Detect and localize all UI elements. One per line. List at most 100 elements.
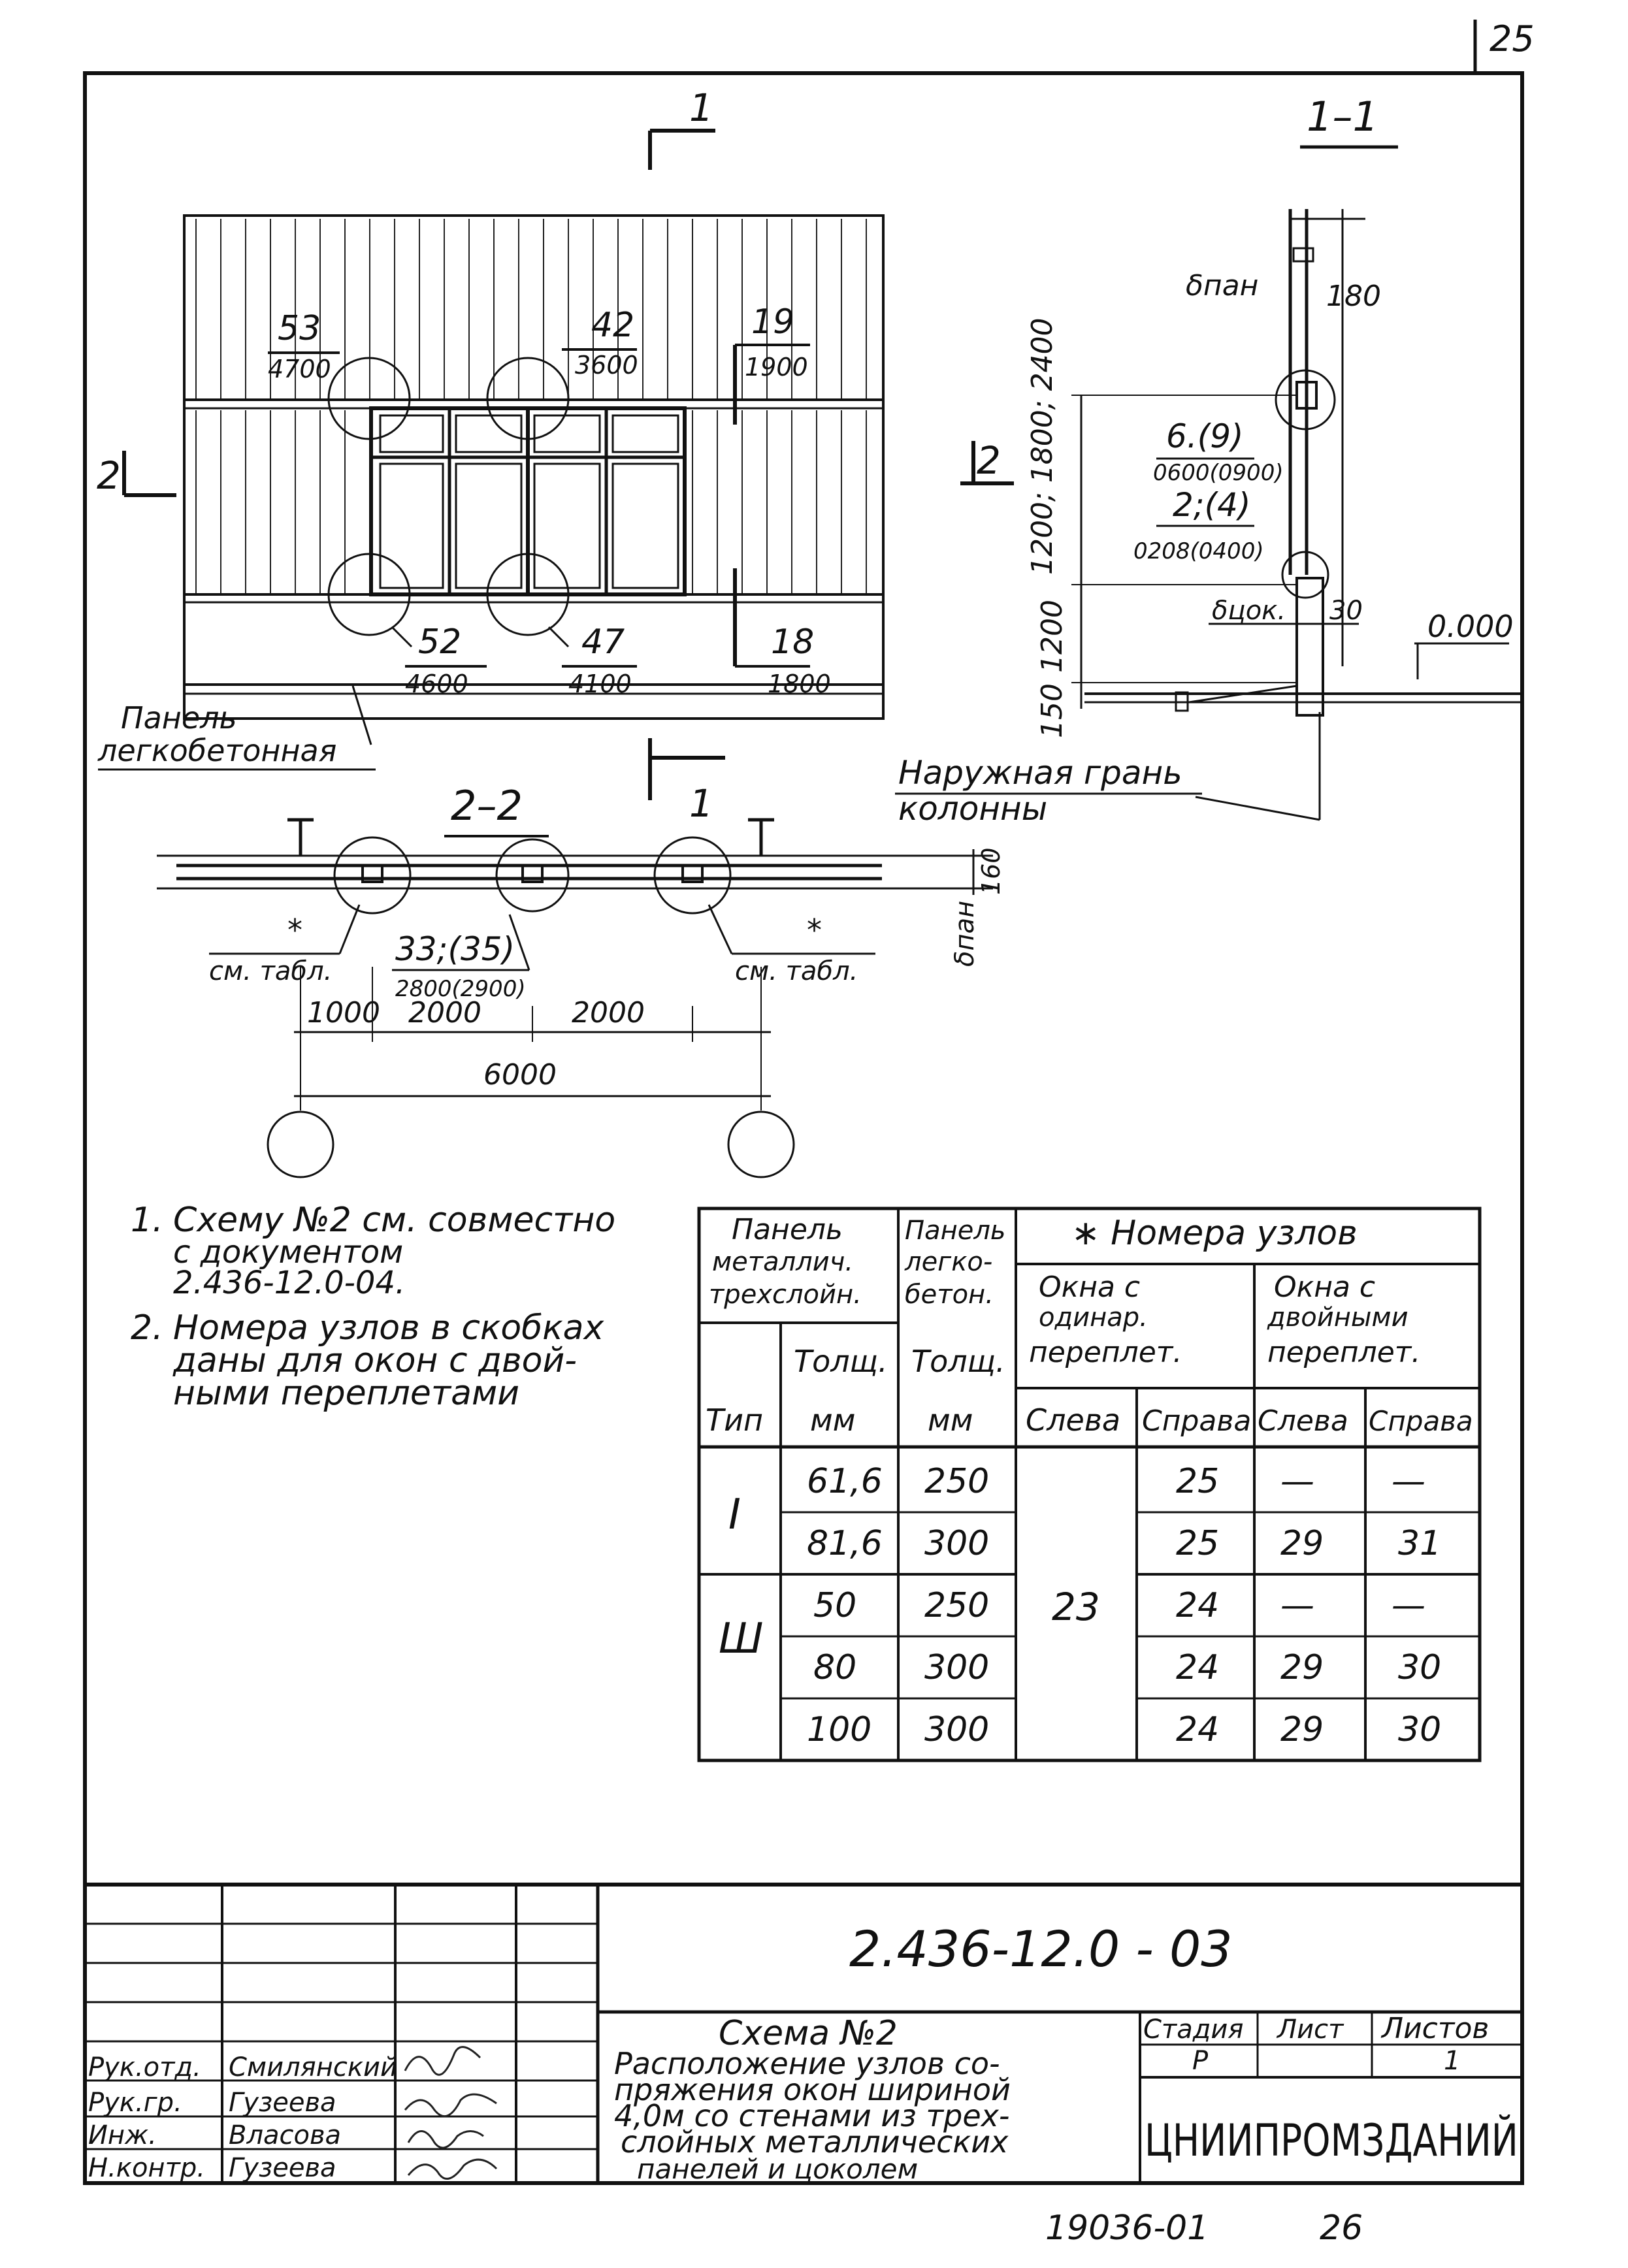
note-2-number: 2. [131, 1308, 163, 1348]
common-left-node: 23 [1052, 1585, 1100, 1629]
node-2-4: 2;(4) [1173, 486, 1250, 524]
signatures [404, 2046, 498, 2180]
outer-face-label-1: Наружная грань [898, 754, 1182, 792]
role-2: Рук.гр. [88, 2088, 182, 2118]
cell-right: 25 [1176, 1524, 1219, 1563]
section-1-1-title: 1–1 [1307, 93, 1378, 140]
role-1: Рук.отд. [88, 2052, 201, 2082]
note-1-number: 1. [131, 1201, 163, 1240]
dim-30: 30 [1329, 596, 1363, 626]
node-42: 42 [591, 306, 634, 345]
note-1-line-3: 2.436-12.0-04. [173, 1265, 405, 1301]
node-53-width: 4700 [268, 355, 331, 383]
hdr-right-double: Справа [1369, 1405, 1473, 1437]
organization-name: ЦНИИПРОМЗДАНИЙ [1145, 2114, 1518, 2167]
hdr-thick-light: Толщ. [911, 1344, 1005, 1379]
hdr-right-single: Справа [1142, 1404, 1251, 1438]
window-block [369, 406, 687, 596]
hdr-panel-light-2: легко- [904, 1247, 992, 1277]
sheets-value: 1 [1444, 2046, 1460, 2076]
cell-left2: 29 [1280, 1648, 1324, 1687]
node-18: 18 [771, 623, 814, 662]
hdr-double-1: Окна с [1274, 1271, 1375, 1304]
hdr-node-numbers: ∗ Номера узлов [1071, 1214, 1358, 1253]
table-row: 80 300 24 29 30 [813, 1648, 1441, 1687]
table-row: 100 300 24 29 30 [807, 1710, 1441, 1749]
level-0000: 0.000 [1427, 609, 1514, 644]
document-code: 2.436-12.0 - 03 [849, 1920, 1233, 1978]
hdr-thick-metal: Толщ. [794, 1344, 888, 1379]
cell-right: 25 [1176, 1462, 1219, 1501]
node-52-width: 4600 [405, 670, 468, 698]
hdr-left-single: Слева [1026, 1402, 1120, 1438]
hdr-single-1: Окна с [1039, 1271, 1140, 1304]
hdr-panel-light-3: бетон. [905, 1280, 994, 1310]
cell-right: 24 [1176, 1648, 1219, 1687]
panel-ribs-upper [195, 219, 867, 398]
cell-right2: — [1392, 1462, 1425, 1501]
table-row: 81,6 300 25 29 31 [807, 1524, 1441, 1563]
outer-face-label-2: колонны [898, 790, 1047, 828]
stage-value: Р [1192, 2046, 1209, 2076]
sheet-label: Лист [1276, 2015, 1344, 2045]
cell-light: 250 [924, 1462, 989, 1501]
cell-light: 300 [924, 1648, 989, 1687]
description-5: панелей и цоколем [637, 2153, 918, 2185]
section-2-label-right: 2 [977, 438, 1001, 483]
title-block: 2.436-12.0 - 03 Рук.отд. Смилянский Рук.… [85, 1883, 1522, 2185]
dim-160: 160 [977, 847, 1005, 895]
sheet-frame [83, 71, 1524, 2185]
dim-vert-window: 1200; 1800; 2400 [1026, 317, 1059, 575]
cell-left2: 29 [1280, 1710, 1324, 1749]
description-1: Расположение узлов со- [614, 2046, 1000, 2081]
panel-label-2: легкобетонная [97, 733, 336, 768]
hdr-left-double: Слева [1258, 1404, 1348, 1438]
note-1-line-1: Схему №2 см. совместно [173, 1201, 615, 1240]
cell-right2: 30 [1398, 1648, 1441, 1687]
dim-vert-1200: 1200 [1035, 600, 1069, 673]
cell-left2: — [1280, 1462, 1314, 1501]
type-I: I [728, 1491, 741, 1539]
panel-ribs-lower [195, 410, 867, 593]
hdr-double-3: переплет. [1267, 1336, 1420, 1369]
node-33-35: 33;(35) [395, 930, 515, 968]
name-1: Смилянский [229, 2052, 397, 2082]
cell-right: 24 [1176, 1710, 1219, 1749]
dim-180: 180 [1326, 280, 1381, 313]
note-2-line-3: ными переплетами [173, 1374, 519, 1413]
cell-thick: 80 [813, 1648, 856, 1687]
hdr-mm-light: мм [928, 1402, 973, 1438]
type-III: Ш [719, 1615, 763, 1663]
node-6-9: 6.(9) [1166, 417, 1244, 455]
node-52: 52 [418, 623, 461, 662]
hdr-type: Тип [706, 1402, 763, 1438]
name-2: Гузеева [229, 2088, 336, 2118]
hdr-single-3: переплет. [1029, 1336, 1182, 1369]
hdr-double-2: двойными [1267, 1303, 1408, 1333]
section-2-2: 1 2–2 160 δпан * см. табл. * см. табл. [157, 738, 1005, 1178]
dim-2000-b: 2000 [572, 996, 645, 1029]
note-1-line-2: с документом [173, 1234, 403, 1271]
name-4: Гузеева [229, 2153, 336, 2183]
cell-thick: 50 [813, 1586, 856, 1625]
see-table-left: см. табл. [209, 956, 332, 986]
node-18-width: 1800 [768, 670, 831, 698]
dim-vert-150: 150 [1035, 683, 1069, 738]
wall-elevation: 1 [97, 86, 1014, 771]
label-panel-thickness: δпан [1186, 269, 1258, 302]
cell-left2: 29 [1280, 1524, 1324, 1563]
node-53: 53 [278, 309, 321, 348]
asterisk-right: * [807, 913, 822, 948]
panel-label-1: Панель [121, 700, 237, 736]
cell-left2: — [1280, 1586, 1314, 1625]
footer-code: 19036-01 [1045, 2209, 1209, 2248]
node-33-35-width: 2800(2900) [395, 976, 526, 1002]
name-3: Власова [229, 2120, 341, 2150]
cell-thick: 81,6 [807, 1524, 883, 1563]
page-number: 25 [1490, 18, 1535, 59]
notes: 1. Схему №2 см. совместно с документом 2… [131, 1201, 615, 1413]
cell-right2: 30 [1398, 1710, 1441, 1749]
section-1-label-top: 1 [689, 86, 713, 130]
node-47: 47 [581, 623, 625, 662]
